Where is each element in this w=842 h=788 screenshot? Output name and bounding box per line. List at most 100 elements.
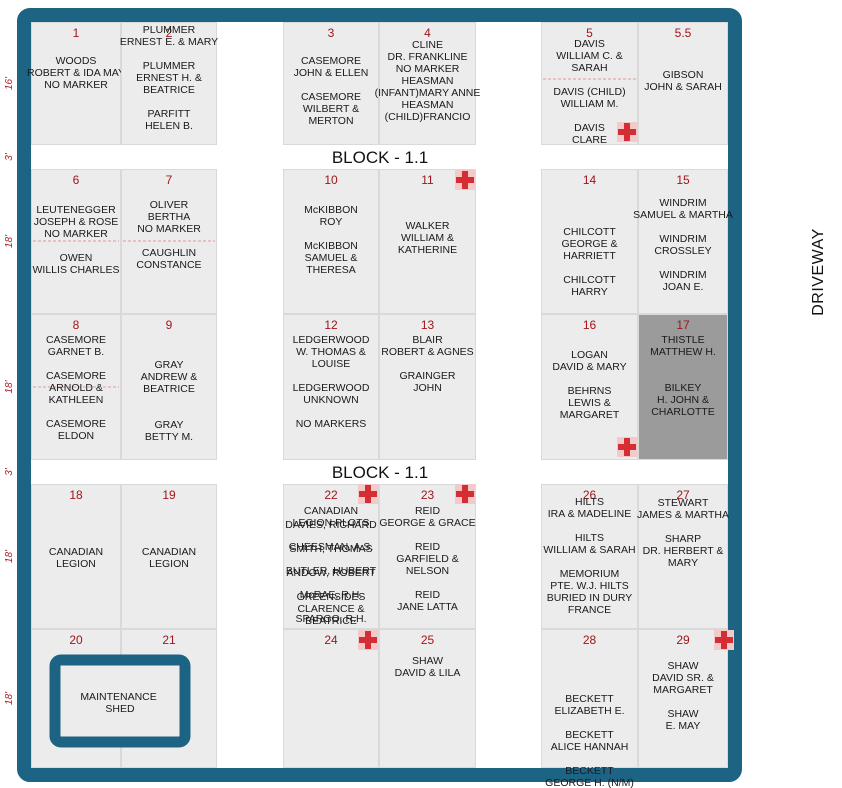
plot-cell [31,22,121,145]
plot-text-line: DAVID & MARY [552,361,626,373]
plot-text-line: SHAW [667,660,698,672]
plot-text-line: HILTS [575,532,604,544]
plot-text-line: ELDON [58,430,94,442]
plot-text-line: UNKNOWN [303,394,358,406]
plot-text-line: ARNOLD & [49,382,103,394]
grave-marker-icon[interactable] [617,122,637,142]
grave-marker-icon[interactable] [617,437,637,457]
plot-text-line: ANDOW, ROBERT [286,567,376,579]
marker-cross-v [462,485,468,503]
plot-text-line: NO MARKER [44,228,108,240]
row-dimension-label: 18' [4,691,15,705]
plot-text-line: CASEMORE [46,334,106,346]
grave-marker-icon[interactable] [455,170,475,190]
plot-number: 5 [586,26,593,40]
plot-text-line: BETTY M. [145,431,193,443]
plot-number: 27 [676,488,690,502]
grave-marker-icon[interactable] [455,484,475,504]
plot-text-line: REID [415,589,441,601]
plot-text-line: DAVID SR. & [652,672,714,684]
plot-text-line: SAMUEL & MARTHA [633,209,733,221]
plot-text-line: McKIBBON [304,240,358,252]
plot-text-line: HELEN B. [145,120,193,132]
plot-text-line: GRAY [155,419,184,431]
grave-marker-icon[interactable] [358,630,378,650]
plot-number: 24 [324,633,338,647]
plot-text-line: JOHN & ELLEN [294,67,369,79]
plot-text-line: CASEMORE [301,55,361,67]
plot-text-line: JAMES & MARTHA [637,509,729,521]
plot-number: 23 [421,488,435,502]
plot-text-line: DR. FRANKLINE [388,51,468,63]
plot-text-line: CLINE [412,39,443,51]
plot-text-line: H. JOHN & [657,394,709,406]
plot-number: 19 [162,488,176,502]
plot-number: 17 [676,318,690,332]
plot-text-line: GEORGE & [561,238,617,250]
plot-text-line: GRAINGER [399,370,455,382]
plot-cell [541,169,638,314]
plot-text-line: GREENSIDES [297,591,366,603]
plot-text-line: ANDREW & [141,371,198,383]
plot-number: 9 [166,318,173,332]
plot-cell [638,629,728,768]
plot-text-line: BEATRICE [143,383,195,395]
plot-cell [283,314,379,460]
plot-cell [31,169,121,314]
plot-text-line: DAVIS (CHILD) [553,86,625,98]
plot-text-line: BECKETT [565,693,614,705]
plot-text-line: DAVIS [574,38,605,50]
plot-text-line: WINDRIM [659,197,706,209]
plot-number: 15 [676,173,690,187]
row-dimension-label: 3' [4,467,15,476]
plot-number: 25 [421,633,435,647]
grave-marker-icon[interactable] [714,630,734,650]
plot-text-line: NO MARKER [396,63,460,75]
plot-number: 11 [421,173,434,187]
plot-text-line: BURIED IN DURY [547,592,633,604]
plot-text-line: SHAW [667,708,698,720]
plot-text-line: CHARLOTTE [651,406,715,418]
block-label-upper: BLOCK - 1.1 [332,148,428,167]
plot-text-line: BEATRICE [143,84,195,96]
plot-text-line: OLIVER [150,199,189,211]
marker-cross-v [365,631,371,649]
plot-text-line: E. MAY [666,720,701,732]
plot-text-line: GEORGE & GRACE [379,517,475,529]
plot-number: 2 [166,26,173,40]
maintenance-shed-label: MAINTENANCE SHED [80,691,159,715]
plot-text-line: CANADIAN [49,546,103,558]
plot-text-line: PTE. W.J. HILTS [550,580,629,592]
plot-text-line: REID [415,541,441,553]
grave-marker-icon[interactable] [358,484,378,504]
plot-text-line: GARFIELD & [396,553,458,565]
